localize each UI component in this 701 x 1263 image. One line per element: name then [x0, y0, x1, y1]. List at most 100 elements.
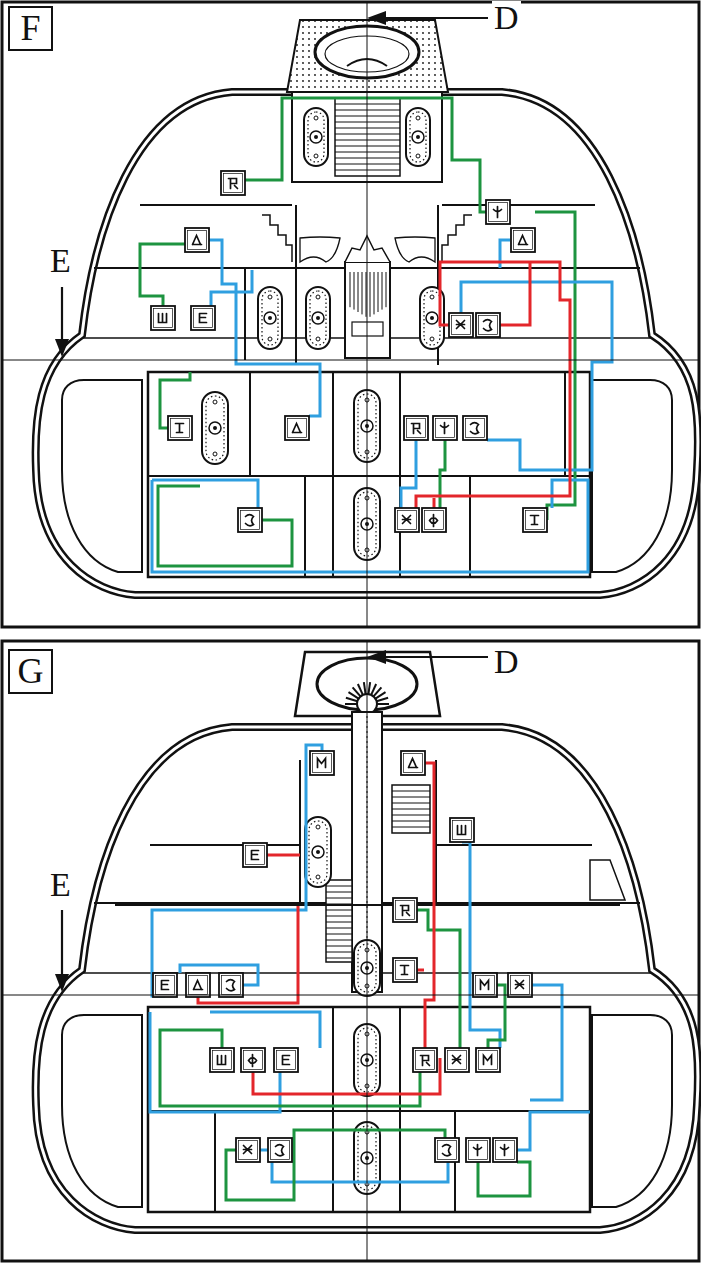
pod-hull	[202, 392, 228, 464]
glyph-frame	[185, 228, 209, 252]
glyph-symbol	[283, 1056, 290, 1065]
glyph-symbol	[403, 516, 411, 524]
bulkhead	[399, 372, 401, 577]
section-letter: D	[492, 645, 521, 679]
stair-step	[326, 958, 352, 959]
glyph-frame-inner	[222, 976, 241, 995]
pod-port	[314, 154, 318, 158]
escape-pod	[258, 287, 282, 349]
wire	[440, 440, 445, 508]
glyph-symbol	[193, 236, 202, 245]
glyph-frame	[168, 416, 192, 440]
glyph-symbol	[458, 826, 466, 835]
pod-hull	[306, 287, 330, 349]
stair-step	[392, 821, 430, 822]
wall-line	[249, 372, 251, 476]
organ-pipe	[358, 272, 359, 312]
glyph-frame-inner	[436, 419, 455, 438]
glyph-frame	[449, 313, 473, 337]
glyph-symbol	[441, 423, 449, 434]
wire	[417, 969, 424, 972]
glyph-box	[243, 843, 267, 867]
organ-pipe	[370, 272, 371, 317]
glyph-symbol	[401, 966, 409, 975]
glyph-frame	[511, 228, 535, 252]
wall-line	[140, 204, 292, 206]
glyph-frame-inner	[407, 419, 426, 438]
side-bay	[62, 1015, 142, 1207]
glyph-frame-inner	[489, 203, 508, 222]
glyph-box	[493, 1138, 517, 1162]
glyph-symbol	[200, 314, 207, 323]
glyph-box	[413, 1048, 437, 1072]
glyph-box	[221, 171, 245, 195]
glyph-frame	[508, 973, 532, 997]
glyph-frame-inner	[194, 309, 213, 328]
organ-pipe	[378, 272, 379, 312]
glyph-symbol	[457, 321, 465, 329]
glyph-box	[236, 1138, 260, 1162]
glyph-frame	[241, 1048, 265, 1072]
wire	[245, 98, 486, 212]
glyph-box	[186, 973, 210, 997]
section-line-e	[2, 360, 699, 361]
glyph-symbol	[409, 759, 418, 768]
glyph-frame-inner	[156, 976, 175, 995]
glyph-frame	[191, 306, 215, 330]
section-arrowhead	[367, 11, 386, 25]
glyph-frame	[395, 508, 419, 532]
wire	[401, 440, 416, 508]
glyph-frame	[285, 416, 309, 440]
wire	[425, 763, 434, 1048]
glyph-symbol	[471, 423, 479, 434]
glyph-symbol	[218, 1056, 226, 1065]
escape-pod	[305, 817, 331, 887]
pod-hatch	[426, 312, 438, 324]
glyph-frame-inner	[189, 976, 208, 995]
glyph-frame-inner	[188, 231, 207, 250]
glyph-symbol	[252, 851, 259, 860]
glyph-frame	[393, 958, 417, 982]
section-arrowhead	[367, 650, 386, 664]
bulkhead	[332, 372, 334, 577]
pod-port	[430, 295, 434, 299]
glyph-frame-inner	[438, 1141, 457, 1160]
glyph-symbol	[227, 980, 235, 991]
glyph-box	[285, 416, 309, 440]
wire	[433, 498, 436, 508]
stair-step	[326, 922, 352, 923]
glyph-frame	[401, 751, 425, 775]
escape-pod	[406, 108, 430, 166]
glyph-frame-inner	[396, 901, 415, 920]
pod-inner	[424, 291, 440, 345]
side-bay	[592, 1015, 672, 1207]
section-line-e	[2, 995, 699, 996]
glyph-box	[473, 973, 497, 997]
pod-port	[268, 295, 272, 299]
glyph-box	[238, 508, 262, 532]
stair-profile	[442, 215, 472, 262]
pod-port	[213, 452, 217, 456]
pod-inner	[206, 396, 224, 460]
glyph-frame-inner	[453, 821, 472, 840]
glyph-box	[168, 416, 192, 440]
glyph-symbol	[516, 981, 524, 989]
stair-step	[392, 809, 430, 810]
glyph-box	[310, 751, 334, 775]
glyph-frame-inner	[425, 511, 444, 530]
side-bay	[592, 380, 672, 572]
wall-line	[295, 205, 297, 365]
glyph-frame	[186, 973, 210, 997]
glyph-symbol	[443, 1145, 451, 1156]
organ-pipe	[366, 272, 367, 317]
glyph-box	[393, 898, 417, 922]
glyph-box	[511, 228, 535, 252]
glyph-symbol	[421, 1056, 430, 1066]
escape-pod	[306, 287, 330, 349]
glyph-box	[268, 1138, 292, 1162]
wall-line	[442, 204, 595, 206]
glyph-symbol	[412, 424, 421, 434]
glyph-frame-inner	[469, 1141, 488, 1160]
